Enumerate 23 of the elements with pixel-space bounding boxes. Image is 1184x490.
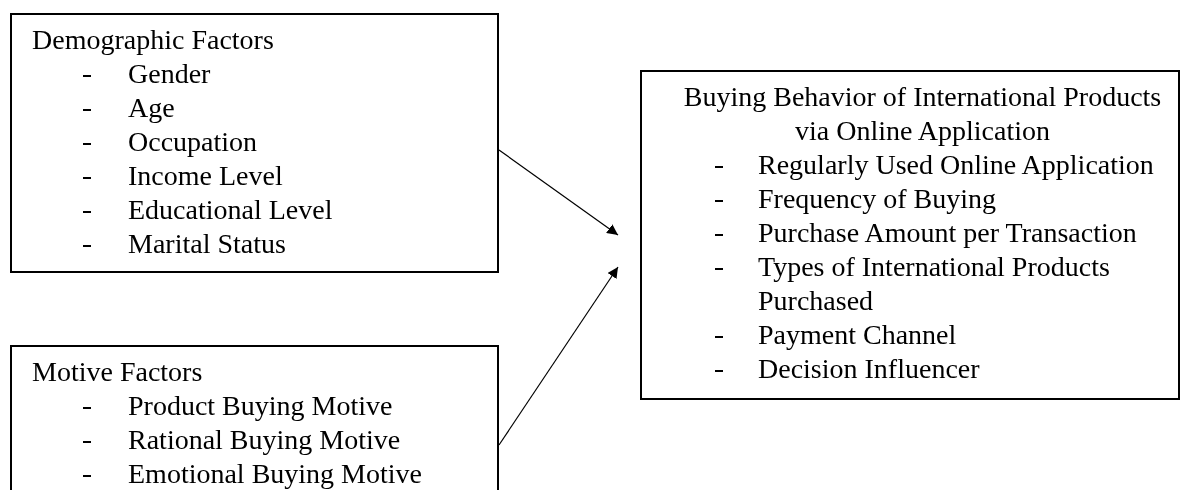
list-item: Educational Level	[128, 193, 334, 227]
list-item: Gender	[128, 57, 212, 91]
list-item: Types of International Products Purchased	[758, 250, 1111, 318]
list-item: Income Level	[128, 159, 284, 193]
list-item: Marital Status	[128, 227, 287, 261]
list-item: Regularly Used Online Application	[758, 148, 1155, 182]
box-heading: Motive Factors	[32, 355, 204, 389]
box-heading: Demographic Factors	[32, 23, 275, 57]
factor-box	[10, 13, 499, 273]
list-item: Rational Buying Motive	[128, 423, 402, 457]
list-item: Frequency of Buying	[758, 182, 997, 216]
factor-box	[10, 345, 499, 490]
arrow	[498, 266, 619, 446]
list-item: Emotional Buying Motive	[128, 457, 423, 490]
list-item: Occupation	[128, 125, 259, 159]
arrow	[498, 149, 619, 236]
list-item: Product Buying Motive	[128, 389, 394, 423]
list-item: Purchase Amount per Transaction	[758, 216, 1138, 250]
box-heading: Buying Behavior of International Products via Online Application	[682, 80, 1163, 148]
factor-box	[640, 70, 1180, 400]
list-item: Decision Influencer	[758, 352, 981, 386]
list-item: Payment Channel	[758, 318, 958, 352]
list-item: Age	[128, 91, 176, 125]
